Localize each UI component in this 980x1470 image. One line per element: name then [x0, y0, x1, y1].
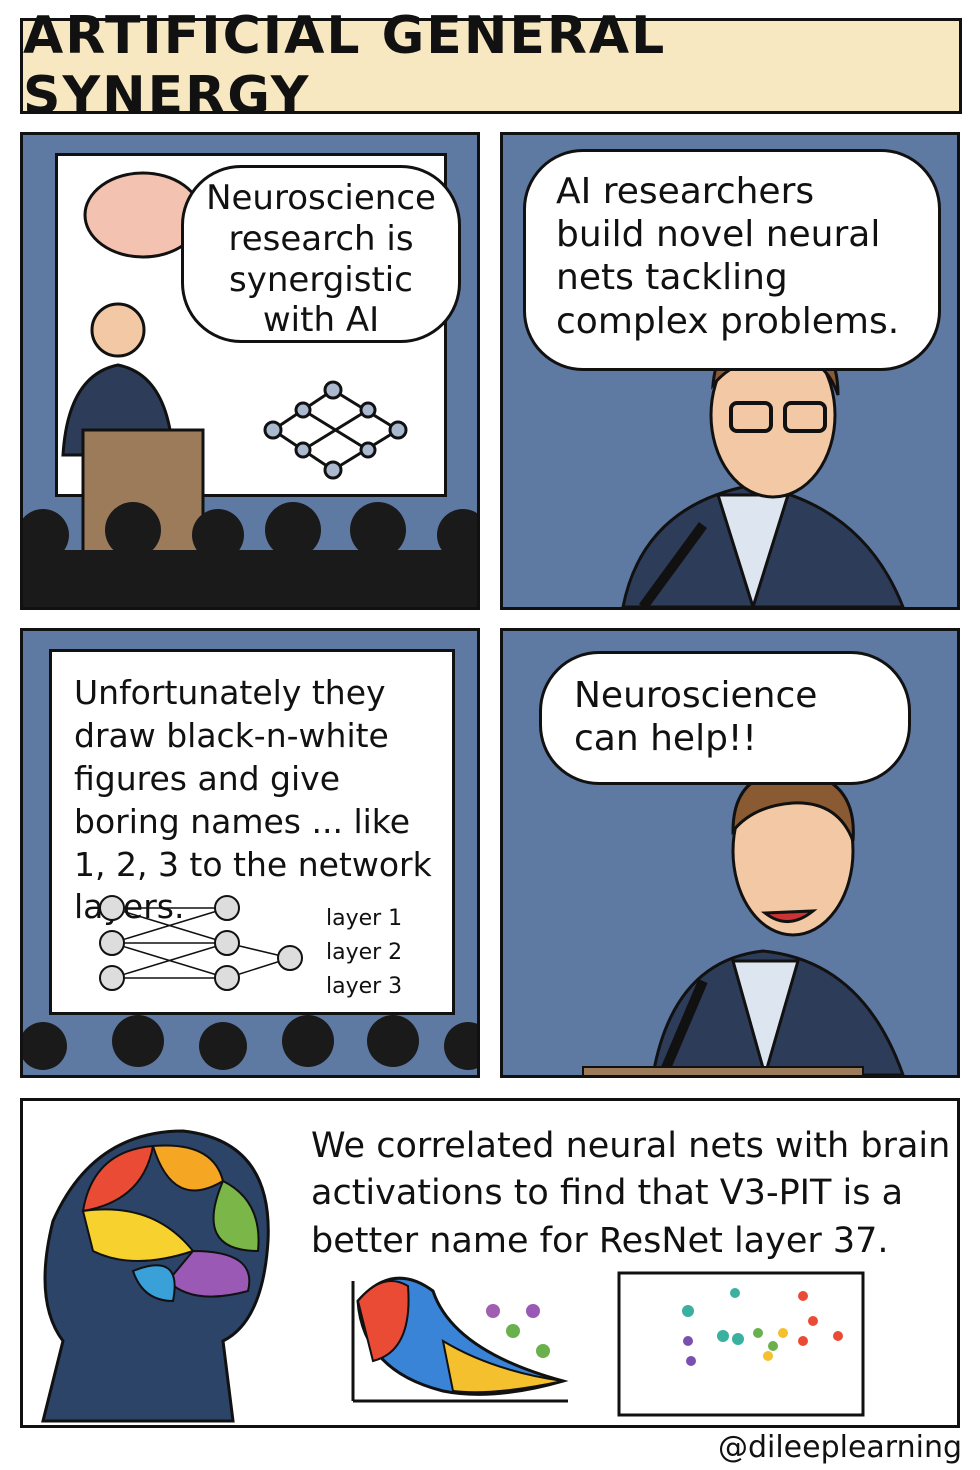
layer-label: layer 1	[326, 906, 403, 931]
panel-3: Unfortunately they draw black-n-white fi…	[20, 628, 480, 1078]
lecture-scene-illustration	[23, 171, 477, 607]
author-credit: @dileeplearning	[717, 1430, 962, 1465]
presentation-screen: Unfortunately they draw black-n-white fi…	[49, 649, 455, 1015]
audience-silhouettes	[23, 1015, 477, 1070]
colorful-brain-icon	[81, 1144, 260, 1303]
panel-4: Neuroscience can help!!	[500, 628, 960, 1078]
brain-and-charts-illustration	[41, 1129, 865, 1423]
panel-2: AI researchers build novel neural nets t…	[500, 132, 960, 610]
researcher-illustration	[582, 765, 905, 1075]
microphone-icon	[658, 979, 708, 1075]
speech-bubble: AI researchers build novel neural nets t…	[523, 149, 941, 371]
speech-bubble: Neuroscience research is synergistic wit…	[181, 165, 461, 343]
microphone-icon	[638, 522, 708, 607]
comic-title: ARTIFICIAL GENERAL SYNERGY	[20, 6, 962, 126]
speech-bubble: Neuroscience can help!!	[539, 651, 911, 785]
layer-label: layer 3	[326, 974, 403, 999]
slide-text: Unfortunately they draw black-n-white fi…	[74, 673, 432, 927]
layer-label: layer 2	[326, 940, 403, 965]
caption-text: We correlated neural nets with brain act…	[311, 1126, 951, 1261]
glasses-icon	[729, 401, 827, 433]
network-diagram-icon	[99, 895, 303, 991]
panel-5: We correlated neural nets with brain act…	[20, 1098, 960, 1428]
scatter-plot	[617, 1271, 865, 1417]
network-diagram-icon	[263, 380, 408, 480]
audience-silhouettes	[23, 502, 477, 607]
blob-chart	[351, 1276, 569, 1403]
panel-1: Neuroscience research is synergistic wit…	[20, 132, 480, 610]
